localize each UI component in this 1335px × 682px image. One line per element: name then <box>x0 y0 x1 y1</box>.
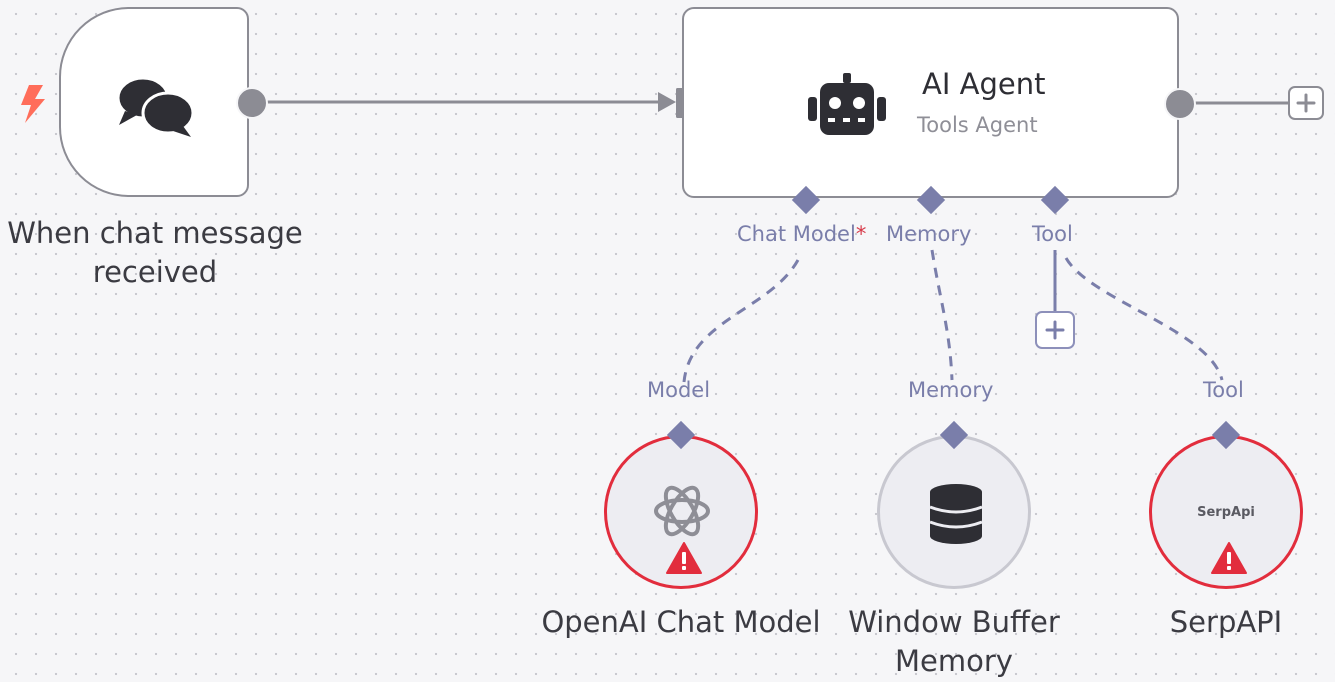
serpapi-node[interactable]: SerpApi <box>1149 435 1303 589</box>
agent-subtitle: Tools Agent <box>917 113 1038 137</box>
agent-title: AI Agent <box>922 67 1046 101</box>
memory-connection[interactable] <box>930 249 954 381</box>
plus-icon <box>1045 320 1065 340</box>
model-input-label: Model <box>647 378 711 402</box>
serpapi-input-port[interactable] <box>1209 418 1243 452</box>
memory-input-port[interactable] <box>937 418 971 452</box>
openai-icon <box>654 485 710 537</box>
add-next-node-button[interactable] <box>1288 86 1324 120</box>
trigger-output-handle[interactable] <box>235 86 269 120</box>
tool-connection[interactable] <box>1064 257 1224 381</box>
database-icon <box>929 484 983 544</box>
openai-chat-model-node[interactable] <box>604 435 758 589</box>
serpapi-logo: SerpApi <box>1197 505 1255 520</box>
window-buffer-memory-node[interactable] <box>877 435 1031 589</box>
agent-output-handle[interactable] <box>1163 87 1197 121</box>
lightning-bolt-icon <box>21 85 45 123</box>
add-tool-button[interactable] <box>1035 311 1075 349</box>
memory-input-label: Memory <box>908 378 994 402</box>
required-marker: * <box>855 222 867 246</box>
ai-agent-node[interactable]: AI Agent Tools Agent <box>682 7 1179 198</box>
tool-port-label: Tool <box>1032 222 1073 246</box>
openai-node-title: OpenAI Chat Model <box>541 605 821 639</box>
memory-port-label: Memory <box>886 222 972 246</box>
trigger-title: When chat message received <box>7 216 303 289</box>
tool-port[interactable] <box>1038 183 1072 217</box>
model-connection[interactable] <box>682 259 800 383</box>
tool-input-label: Tool <box>1203 378 1244 402</box>
robot-icon <box>808 73 886 135</box>
openai-input-port[interactable] <box>664 418 698 452</box>
memory-port[interactable] <box>914 183 948 217</box>
chat-model-port-label: Chat Model* <box>737 222 867 246</box>
memory-node-title: Window Buffer Memory <box>848 605 1060 678</box>
serpapi-node-title: SerpAPI <box>1169 605 1283 639</box>
warning-icon <box>1211 542 1247 574</box>
chat-model-port[interactable] <box>789 183 823 217</box>
chat-bubbles-icon <box>116 76 195 137</box>
trigger-node[interactable] <box>59 7 249 197</box>
connection-arrow-icon <box>658 92 676 112</box>
plus-icon <box>1296 93 1316 113</box>
warning-icon <box>666 542 702 574</box>
